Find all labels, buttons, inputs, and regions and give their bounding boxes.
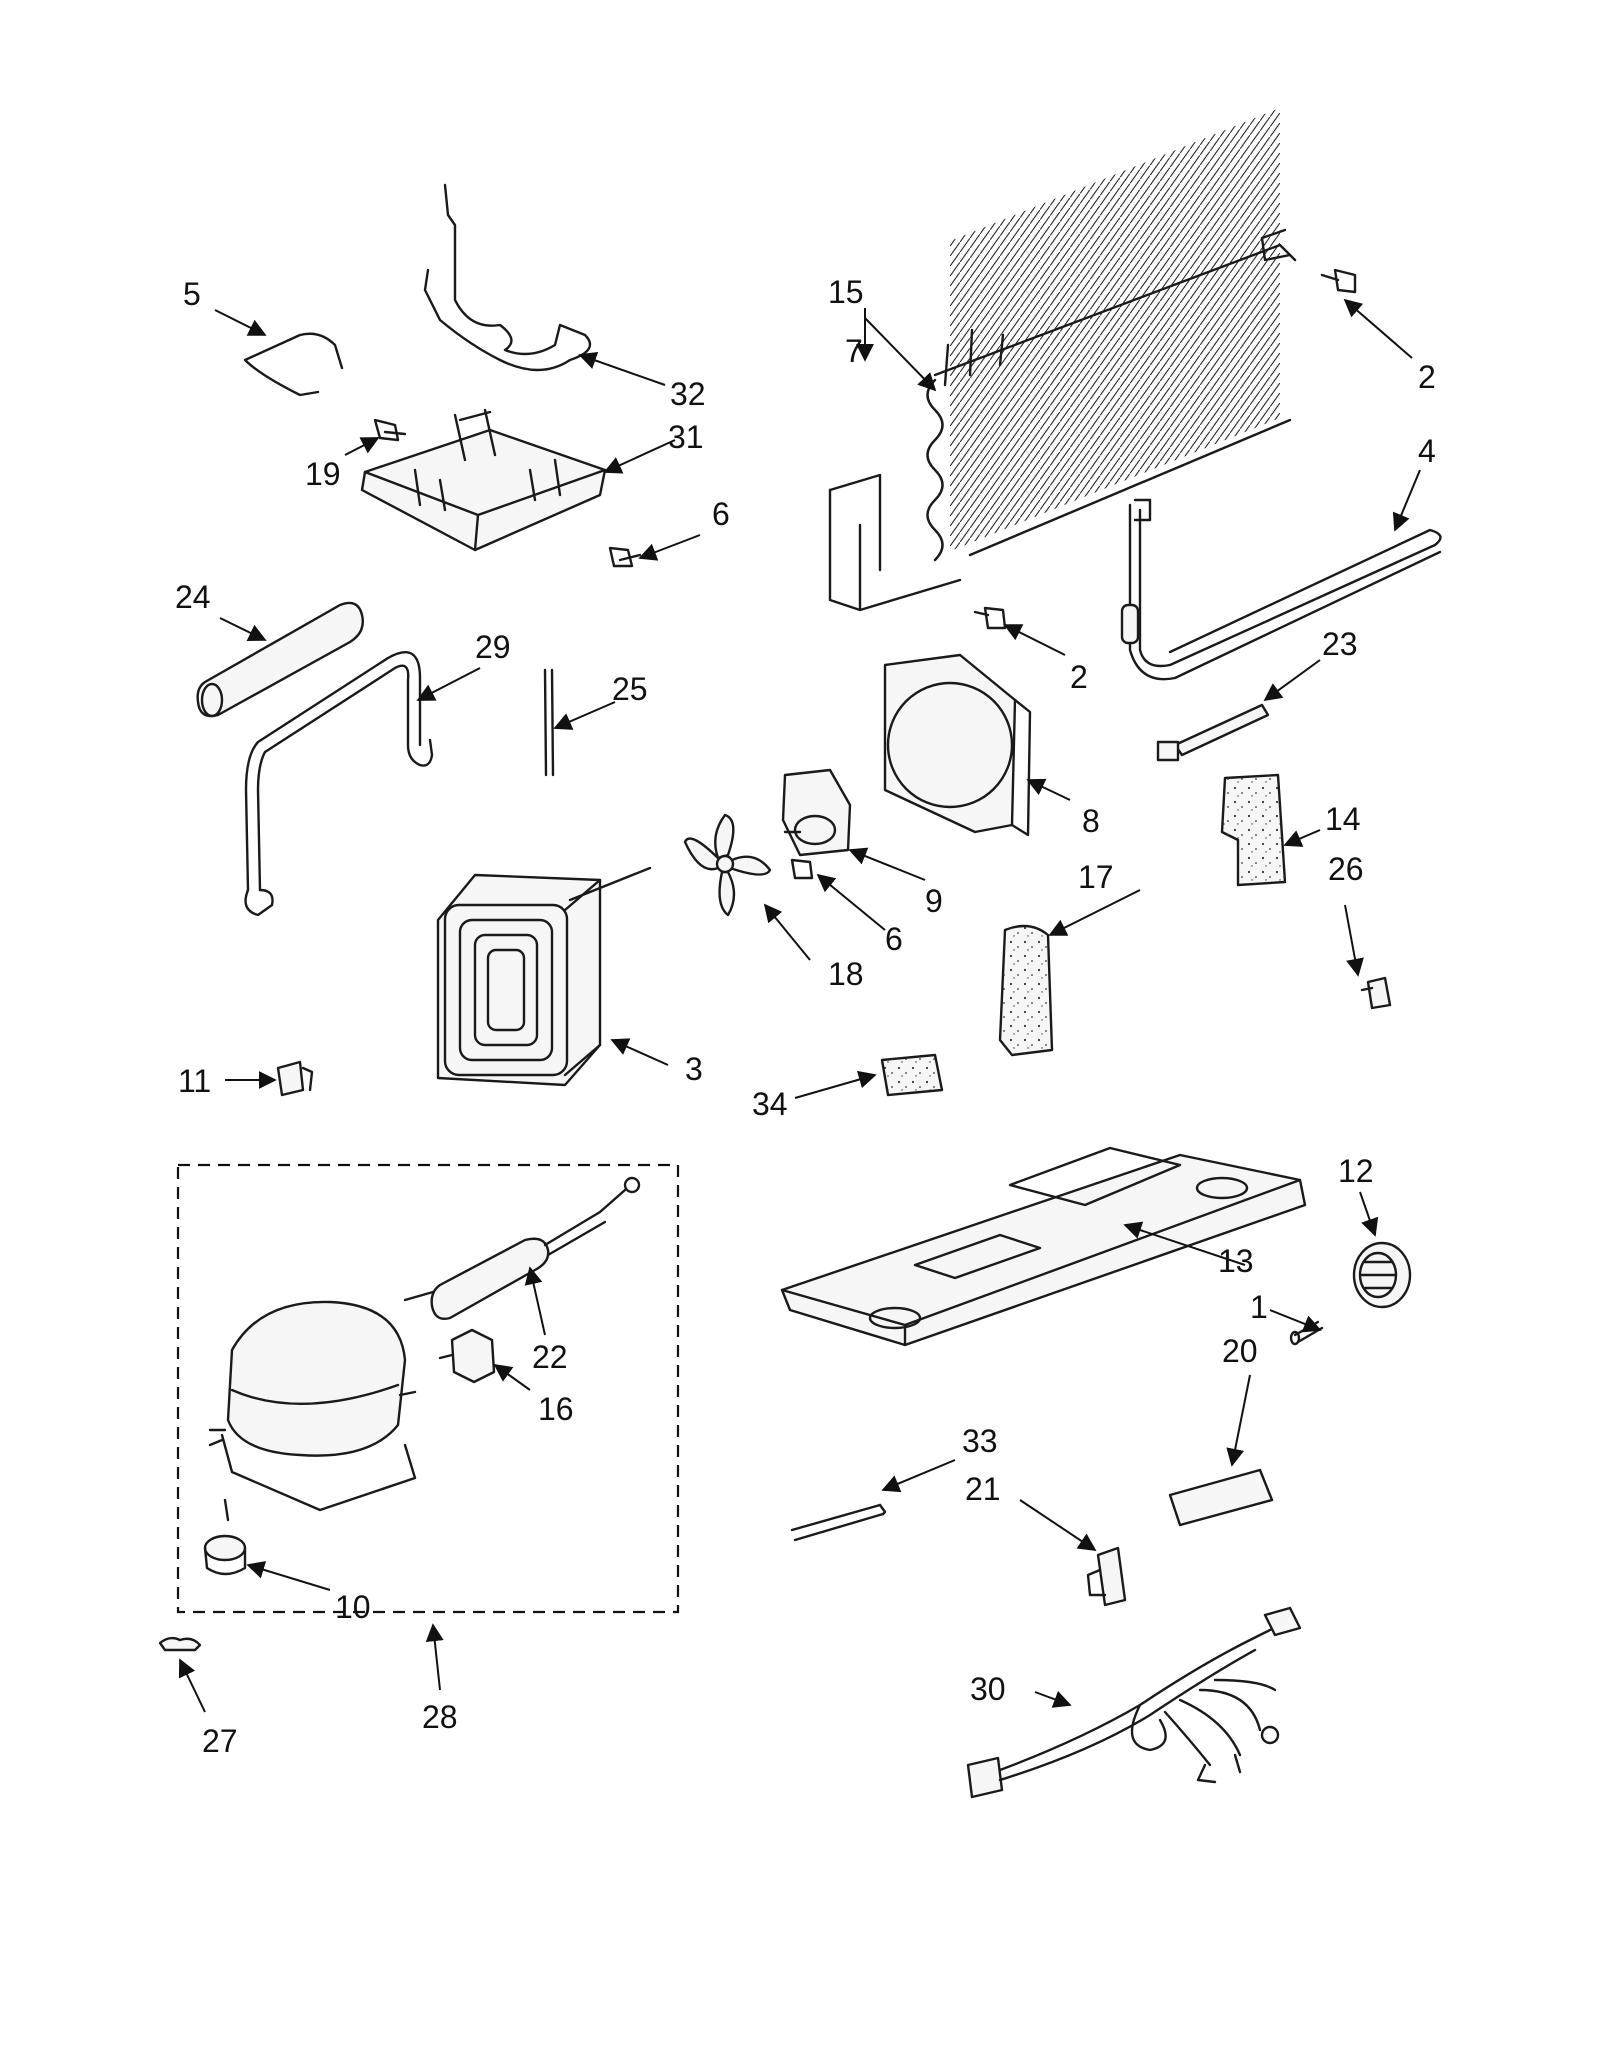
- callout-32: 32: [670, 376, 706, 412]
- part-fan-shroud: [883, 653, 1032, 837]
- part-rod-25: [543, 668, 555, 777]
- callout-27: 27: [202, 1723, 238, 1759]
- part-compressor: [208, 1300, 417, 1522]
- callout-6a: 6: [712, 496, 730, 532]
- callout-1: 1: [1250, 1289, 1268, 1325]
- part-clip-26: [1360, 976, 1392, 1010]
- callout-10: 10: [335, 1589, 371, 1625]
- callout-13: 13: [1218, 1243, 1254, 1279]
- callout-21: 21: [965, 1471, 1001, 1507]
- callout-17: 17: [1078, 859, 1114, 895]
- part-relay: [438, 1328, 496, 1384]
- part-rod-33: [790, 1503, 887, 1542]
- part-label: [1168, 1468, 1274, 1527]
- part-foam-block-14: [1220, 773, 1287, 887]
- part-evaporator: [828, 107, 1297, 612]
- part-base-pan: [780, 1146, 1307, 1347]
- callout-31: 31: [668, 419, 704, 455]
- callout-23: 23: [1322, 626, 1358, 662]
- callout-8: 8: [1082, 803, 1100, 839]
- callout-19: 19: [305, 456, 341, 492]
- part-screw-6-upper: [608, 546, 642, 568]
- callout-2a: 2: [1418, 359, 1436, 395]
- callout-15: 15: [828, 274, 864, 310]
- part-bracket: [1086, 1546, 1127, 1607]
- part-grommet: [203, 1534, 247, 1576]
- callout-2b: 2: [1070, 659, 1088, 695]
- callout-20: 20: [1222, 1333, 1258, 1369]
- callout-33: 33: [962, 1423, 998, 1459]
- part-drier: [403, 1176, 641, 1320]
- part-defrost-heater: [1120, 498, 1442, 681]
- part-fan-motor: [781, 768, 852, 857]
- part-cable-tie: [1156, 703, 1270, 762]
- part-clip-11: [276, 1060, 314, 1097]
- callout-26: 26: [1328, 851, 1364, 887]
- callout-3: 3: [685, 1051, 703, 1087]
- callout-25: 25: [612, 671, 648, 707]
- callout-34: 34: [752, 1086, 788, 1122]
- callout-numbers: 5 32 19 31 6 24 29 25 3 11 22 16 10 28 2…: [175, 274, 1436, 1759]
- part-wheel: [1352, 1241, 1412, 1309]
- callout-11: 11: [178, 1063, 211, 1099]
- callout-24: 24: [175, 579, 211, 615]
- callout-16: 16: [538, 1391, 574, 1427]
- part-clip-27: [158, 1636, 202, 1652]
- callout-22: 22: [532, 1339, 568, 1375]
- part-screw-19: [373, 418, 407, 442]
- callout-30: 30: [970, 1671, 1006, 1707]
- part-foam-pad: [880, 1053, 944, 1097]
- part-control-box: [360, 408, 607, 552]
- part-screw-2-mid: [973, 606, 1007, 630]
- callout-4: 4: [1418, 433, 1436, 469]
- part-compressor-kit: [176, 1163, 680, 1614]
- part-heater-wire: [423, 183, 592, 372]
- callout-6b: 6: [885, 921, 903, 957]
- part-foam-tube: [196, 601, 364, 718]
- leader-lines: [178, 298, 1421, 1713]
- callout-29: 29: [475, 629, 511, 665]
- part-foam-block-17: [998, 924, 1054, 1057]
- callout-28: 28: [422, 1699, 458, 1735]
- callout-9: 9: [925, 883, 943, 919]
- callout-18: 18: [828, 956, 864, 992]
- part-drain-tube: [244, 651, 434, 917]
- part-screw-2-top: [1320, 268, 1357, 294]
- callout-14: 14: [1325, 801, 1361, 837]
- part-fan-blade: [683, 813, 772, 917]
- callout-5: 5: [183, 276, 201, 312]
- callout-7: 7: [845, 333, 863, 369]
- part-screw-6-lower: [790, 858, 814, 880]
- part-condenser: [436, 866, 652, 1087]
- callout-12: 12: [1338, 1153, 1374, 1189]
- part-wire-clip: [243, 332, 344, 397]
- part-wire-harness: [966, 1606, 1302, 1799]
